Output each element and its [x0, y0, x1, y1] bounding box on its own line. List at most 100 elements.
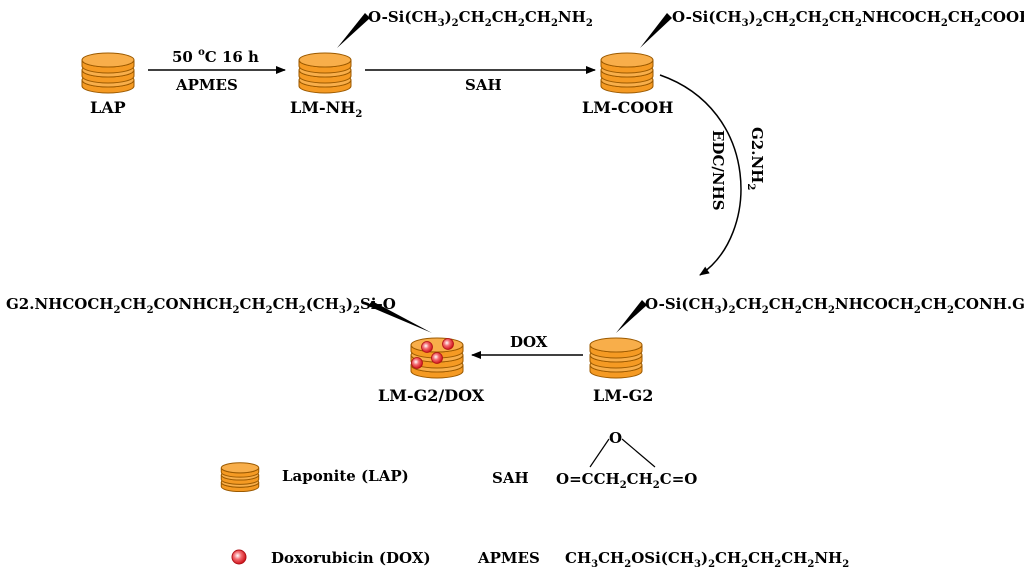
- formula-part: 2: [828, 305, 835, 316]
- formula-part: 3: [591, 559, 598, 570]
- node-lm-cooh: LM-COOH: [582, 98, 673, 117]
- legend-apmes-label: APMES: [477, 549, 540, 567]
- formula-part: CH: [598, 549, 624, 567]
- dox-sphere-icon: [421, 341, 433, 353]
- step3-reagent-outer: G2.NH2: [745, 127, 766, 190]
- lm-nh2-disc-stack-icon: [298, 52, 352, 94]
- formula-part: 2: [147, 305, 154, 316]
- formula-part: 3: [742, 18, 749, 29]
- node-lm-nh2: LM-NH2: [290, 98, 362, 120]
- sah-ring-oxygen: O: [609, 429, 622, 447]
- formula-part: 2: [914, 305, 921, 316]
- formula-part: COOH: [981, 8, 1024, 26]
- formula-part: 2: [842, 559, 849, 570]
- formula-part: OSi(CH: [631, 549, 694, 567]
- formula-part: 2: [266, 305, 273, 316]
- formula-part: (CH: [306, 295, 339, 313]
- formula-part: O=CCH: [556, 470, 620, 488]
- lm-cooh-disc-stack-icon: [600, 52, 654, 94]
- formula-part: CH: [769, 295, 795, 313]
- node-lm-g2-dox: LM-G2/DOX: [378, 386, 485, 405]
- sah-bond-left: [589, 438, 610, 468]
- dox-spheres: [411, 338, 454, 369]
- formula-part: CH: [796, 8, 822, 26]
- formula-part: O-Si(CH: [645, 295, 715, 313]
- formula-part: 2: [624, 559, 631, 570]
- node-lap: LAP: [90, 98, 126, 117]
- formula-part: NH: [558, 8, 586, 26]
- formula-part: 2: [974, 18, 981, 29]
- formula-part: 2: [485, 18, 492, 29]
- formula-part: ): [445, 8, 452, 26]
- step2-reagent: SAH: [465, 76, 502, 94]
- formula-part: 2: [941, 18, 948, 29]
- formula-part: CH: [525, 8, 551, 26]
- formula-part: CH: [948, 8, 974, 26]
- formula-lm-g2-dox: G2.NHCOCH2CH2CONHCH2CH2CH2(CH3)2Si-O: [6, 295, 396, 316]
- disc-top: [589, 337, 643, 353]
- formula-part: 3: [694, 559, 701, 570]
- step1-reagent: APMES: [175, 76, 238, 94]
- formula-part: NHCOCH: [835, 295, 914, 313]
- formula-part: 2: [762, 305, 769, 316]
- formula-part: 2: [756, 18, 763, 29]
- disc-top: [600, 52, 654, 68]
- formula-part: 2: [586, 18, 593, 29]
- formula-part: 2: [452, 18, 459, 29]
- formula-part: CH: [921, 295, 947, 313]
- node-lm-g2: LM-G2: [593, 386, 653, 405]
- formula-part: CH: [781, 549, 807, 567]
- lap-disc-stack-icon: [81, 52, 135, 94]
- formula-part: CONHCH: [154, 295, 233, 313]
- formula-part: 2: [947, 305, 954, 316]
- formula-lm-cooh: O-Si(CH3)2CH2CH2CH2NHCOCH2CH2COOH: [672, 8, 1024, 29]
- formula-part: C=O: [660, 470, 698, 488]
- sah-bond-right: [621, 438, 656, 468]
- wedge-bond-nh2: [337, 13, 370, 48]
- formula-part: 2: [113, 305, 120, 316]
- legend-dox-icon: [231, 549, 247, 565]
- lm-g2-disc-stack-icon: [589, 337, 643, 379]
- formula-part: CH: [459, 8, 485, 26]
- sah-formula: O=CCH2CH2C=O: [556, 470, 697, 491]
- arrow-step3-curve: [659, 74, 742, 276]
- formula-part: 2: [551, 18, 558, 29]
- formula-part: 2: [729, 305, 736, 316]
- formula-part: CH: [748, 549, 774, 567]
- formula-part: 2: [353, 305, 360, 316]
- formula-part: G2.NHCOCH: [6, 295, 113, 313]
- formula-part: ): [722, 295, 729, 313]
- formula-part: Si-O: [360, 295, 396, 313]
- formula-part: 2: [653, 480, 660, 491]
- formula-part: 2: [518, 18, 525, 29]
- legend-dox-label: Doxorubicin (DOX): [271, 549, 431, 567]
- formula-part: ): [346, 295, 353, 313]
- formula-part: 2: [299, 305, 306, 316]
- formula-part: CH: [715, 549, 741, 567]
- formula-part: 2: [620, 480, 627, 491]
- step3-reagent-inner: EDC/NHS: [709, 130, 727, 211]
- step1-condition: 50 oC 16 h: [172, 47, 259, 66]
- formula-part: NHCOCH: [862, 8, 941, 26]
- formula-part: CH: [120, 295, 146, 313]
- formula-part: NH: [814, 549, 842, 567]
- legend-laponite-icon: [220, 462, 260, 493]
- formula-part: CONH.G2: [954, 295, 1024, 313]
- legend-sah-label: SAH: [492, 469, 529, 487]
- formula-part: 3: [339, 305, 346, 316]
- formula-part: 2: [807, 559, 814, 570]
- disc-top: [410, 337, 464, 353]
- formula-part: CH: [273, 295, 299, 313]
- formula-part: CH: [829, 8, 855, 26]
- formula-part: 3: [438, 18, 445, 29]
- wedge-bond-cooh: [640, 13, 672, 48]
- formula-lm-nh2: O-Si(CH3)2CH2CH2CH2NH2: [368, 8, 593, 29]
- dox-sphere-icon: [411, 357, 423, 369]
- formula-part: 3: [715, 305, 722, 316]
- formula-part: O-Si(CH: [368, 8, 438, 26]
- dox-sphere-icon: [431, 352, 443, 364]
- formula-part: 2: [795, 305, 802, 316]
- disc-top: [220, 462, 260, 474]
- dox-sphere-icon: [442, 338, 454, 350]
- formula-part: CH: [763, 8, 789, 26]
